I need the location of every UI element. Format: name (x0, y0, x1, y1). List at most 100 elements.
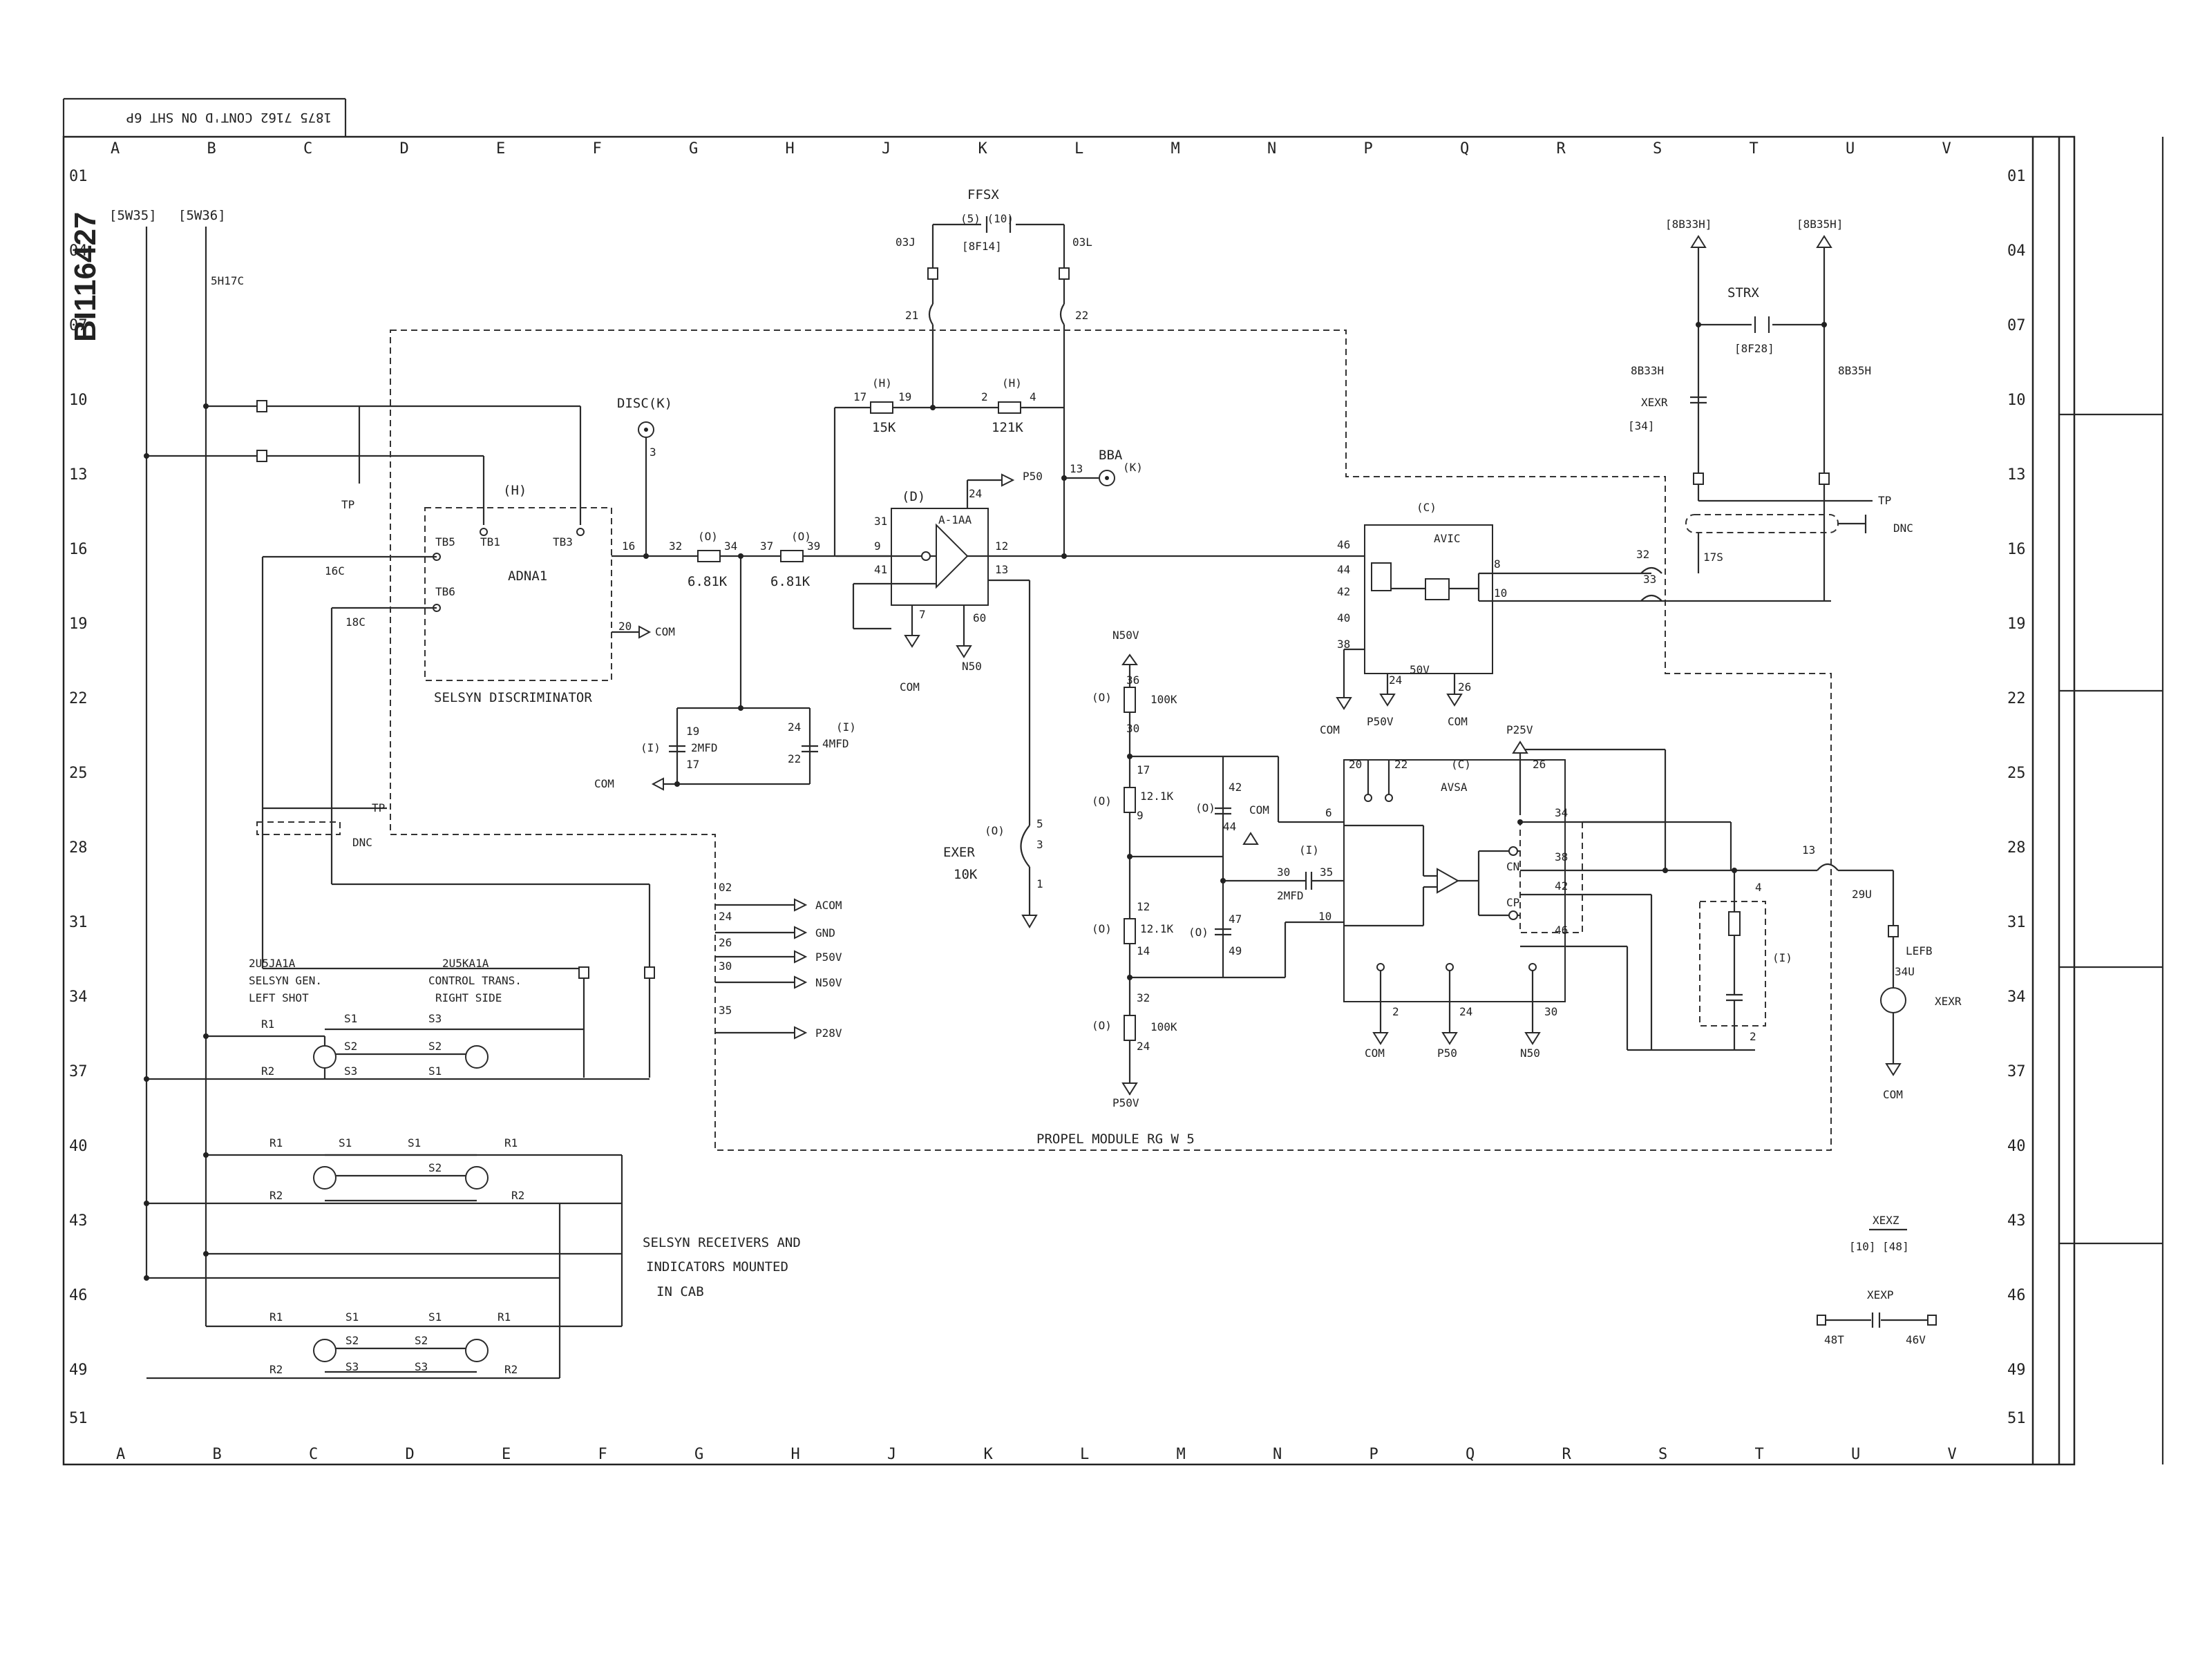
label-rcv-s1d: S1 (428, 1310, 442, 1324)
label-100k-b: 100K (1150, 1020, 1177, 1033)
label-pin42b: 42 (1555, 879, 1568, 892)
receiver-2 (465, 1166, 489, 1190)
junction-dot (1061, 553, 1067, 559)
label-n50v-t: N50V (815, 976, 842, 989)
label-rcv-s1b: S1 (408, 1136, 421, 1149)
label-avic: AVIC (1434, 532, 1461, 545)
label-pin36: 36 (1126, 674, 1139, 687)
label-pin24c: 24 (1459, 1005, 1472, 1018)
column-label-bottom: Q (1466, 1446, 1475, 1463)
arrow-p50v (794, 950, 808, 964)
label-29u: 29U (1852, 888, 1872, 901)
row-label-left: 16 (69, 541, 88, 558)
row-label-right: 19 (2007, 615, 2026, 633)
receiver-1 (313, 1166, 337, 1190)
label-pin30b: 30 (1544, 1005, 1557, 1018)
connector-strx-l (1693, 472, 1704, 485)
label-pin44: 44 (1223, 820, 1236, 833)
row-label-left: 19 (69, 615, 88, 633)
selsyn-receivers: R1 R2 S1 S1 R1 S2 R2 R1 R2 S1 S1 R1 S2 S… (146, 1136, 623, 1380)
label-pin2: 2 (1392, 1005, 1399, 1018)
label-com-opamp: COM (900, 680, 920, 694)
label-r2: R2 (261, 1065, 274, 1078)
label-121k-b: 12.1K (1140, 790, 1174, 803)
label-pin32b: 32 (1137, 991, 1150, 1004)
junction-dot (1662, 868, 1668, 873)
row-label-right: 25 (2007, 765, 2026, 782)
label-tp-1: TP (341, 498, 354, 511)
plug-33 (1640, 594, 1662, 602)
junction-dot (144, 1201, 149, 1206)
row-label-right: 51 (2007, 1410, 2026, 1427)
label-tb3: TB3 (553, 535, 573, 548)
row-label-right: 04 (2007, 242, 2026, 260)
row-label-right: 40 (2007, 1138, 2026, 1155)
label-n50-opamp: N50 (962, 660, 982, 673)
junction-dot (1061, 475, 1067, 481)
label-pin13b: 13 (1070, 462, 1083, 475)
junction-dot (203, 403, 209, 409)
label-xexz: XEXZ (1873, 1214, 1899, 1227)
label-dnc-1: DNC (352, 836, 372, 849)
column-label-bottom: F (598, 1446, 607, 1463)
junction-dot (643, 553, 649, 559)
label-pin4: 4 (1755, 881, 1762, 894)
label-cap-17: 17 (686, 758, 699, 771)
column-label-top: R (1557, 140, 1566, 158)
connector-48t (1817, 1315, 1826, 1326)
label-exer: EXER (943, 845, 975, 860)
label-r15k-pin2: 19 (898, 390, 911, 403)
i-box-resistor (1728, 911, 1741, 936)
row-label-right: 43 (2007, 1212, 2026, 1230)
resistor-121k-b (1124, 787, 1136, 813)
row-label-left: 28 (69, 839, 88, 857)
label-x34: [34] (1628, 419, 1655, 432)
label-03l: 03L (1072, 236, 1092, 249)
label-c2mfd-b: 2MFD (1277, 889, 1304, 902)
selsyn-pair-1: R1 R2 S1 S2 S3 S3 S2 S1 (146, 1012, 650, 1080)
control-trans (465, 1045, 489, 1069)
row-label-left: 25 (69, 765, 88, 782)
label-cap-24: 24 (788, 720, 801, 734)
document-id: BI116427 (68, 212, 102, 342)
column-label-bottom: C (309, 1446, 318, 1463)
row-label-right: 01 (2007, 168, 2026, 185)
label-121k-c: 12.1K (1140, 922, 1174, 935)
column-label-top: Q (1460, 140, 1469, 158)
column-label-bottom: U (1851, 1446, 1860, 1463)
resistor-100k-b (1124, 1015, 1136, 1041)
com-ground-avic (1336, 697, 1352, 710)
label-cp: CP (1506, 896, 1519, 909)
label-pin26d: 26 (1458, 680, 1471, 694)
arrow-acom (794, 898, 808, 912)
junction-dot (144, 1275, 149, 1281)
label-8b35h: 8B35H (1838, 364, 1871, 377)
row-label-right: 16 (2007, 541, 2026, 558)
label-tb6: TB6 (435, 585, 455, 598)
label-18c: 18C (345, 615, 366, 629)
label-4mfd: 4MFD (822, 737, 849, 750)
connector-pin (256, 450, 267, 462)
label-rcv-r1c: R1 (269, 1310, 283, 1324)
row-label-left: 01 (69, 168, 88, 185)
n50v-supply-arrow (1121, 653, 1138, 665)
i-box (1699, 901, 1766, 1027)
label-r121k-head: (H) (1002, 376, 1022, 390)
label-121k: 121K (992, 420, 1023, 435)
label-rcv-s1: S1 (339, 1136, 352, 1149)
label-strx: STRX (1727, 285, 1759, 300)
resistor-100k-a (1124, 687, 1136, 713)
shield-dnc-left (256, 821, 341, 835)
junction-dot (1220, 878, 1226, 884)
row-label-left: 40 (69, 1138, 88, 1155)
junction-dot (203, 1033, 209, 1039)
junction-dot (1696, 322, 1701, 327)
column-label-top: L (1074, 140, 1083, 158)
label-100k-a: 100K (1150, 693, 1177, 706)
label-res-o1: (O) (698, 530, 718, 543)
